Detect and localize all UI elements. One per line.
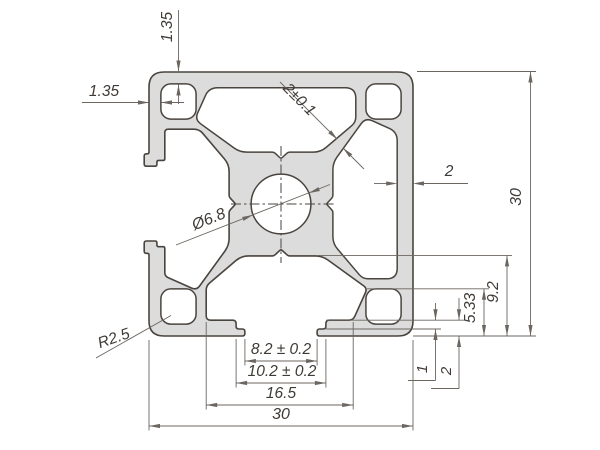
dimension-lines bbox=[82, 10, 536, 431]
arrowhead bbox=[236, 380, 248, 386]
arrowhead bbox=[456, 336, 462, 347]
arrowhead bbox=[433, 309, 438, 321]
dim-width-label: 30 bbox=[272, 406, 290, 423]
arrowhead bbox=[314, 380, 326, 386]
arrowhead bbox=[504, 255, 510, 267]
arrowhead bbox=[402, 423, 413, 429]
top-cavity bbox=[195, 87, 357, 159]
arrowhead bbox=[413, 181, 424, 186]
arrowhead bbox=[149, 423, 160, 429]
arrowhead bbox=[481, 325, 487, 336]
arrowhead bbox=[206, 402, 218, 408]
corner-channel-top-right bbox=[365, 83, 402, 120]
dim-depth-92-label: 9.2 bbox=[485, 281, 502, 303]
arrowhead bbox=[138, 100, 149, 105]
dim-slot-opening-label: 8.2 ± 0.2 bbox=[251, 341, 312, 358]
dim-top-wall-label: 1.35 bbox=[159, 12, 176, 43]
radius-leader bbox=[95, 315, 172, 359]
corner-channel-bottom-right bbox=[365, 288, 402, 325]
arrowhead bbox=[481, 288, 487, 300]
corner-channel-bottom-left bbox=[160, 288, 197, 325]
dim-lip-step-label: 1 bbox=[414, 365, 431, 373]
arrowhead bbox=[306, 358, 318, 364]
arrowhead bbox=[176, 84, 181, 96]
dim-height-label: 30 bbox=[508, 188, 525, 206]
arrowhead bbox=[242, 214, 254, 221]
arrowhead bbox=[528, 71, 533, 83]
web-dim-line bbox=[279, 81, 338, 140]
dim-bore-diameter-label: Ø6.8 bbox=[189, 205, 229, 234]
dim-slot-step-label: 10.2 ± 0.2 bbox=[248, 363, 317, 380]
centerlines bbox=[231, 146, 335, 263]
dim-lip-height-label: 2 bbox=[438, 366, 455, 376]
dim-left-wall-label: 1.35 bbox=[89, 83, 120, 100]
arrowhead bbox=[244, 358, 256, 364]
arrowhead bbox=[328, 130, 338, 140]
dim-right-wall-label: 2 bbox=[444, 163, 454, 180]
dim-depth-533-label: 5.33 bbox=[462, 293, 479, 324]
arrowhead bbox=[528, 325, 533, 336]
arrowhead bbox=[342, 402, 354, 408]
arrowhead bbox=[456, 309, 462, 321]
arrowhead bbox=[161, 100, 172, 105]
arrowhead bbox=[308, 187, 320, 194]
dim-slot-cavity-width-label: 16.5 bbox=[266, 385, 297, 402]
bore-dim-line bbox=[175, 184, 331, 246]
arrowhead bbox=[433, 329, 438, 340]
right-cavity bbox=[326, 118, 398, 280]
arrowhead bbox=[343, 148, 353, 158]
arrowhead bbox=[176, 60, 181, 72]
arrowhead bbox=[386, 181, 398, 186]
arrowhead bbox=[504, 325, 510, 336]
